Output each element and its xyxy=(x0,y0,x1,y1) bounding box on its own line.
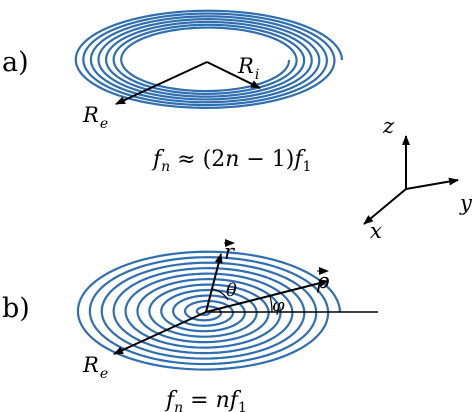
theta-label: θ xyxy=(226,280,237,301)
panel-b-label: b) xyxy=(2,293,30,324)
spiral-trace-b xyxy=(76,250,342,371)
theta-angle-arc xyxy=(211,288,229,301)
outer-radius-arrow-b xyxy=(113,311,207,355)
full-spiral-coil xyxy=(76,250,342,371)
inner-radius-label: Ri xyxy=(237,54,259,83)
panel-a: a) Ri Re fn ≈ (2n − 1)f1 xyxy=(2,9,344,175)
phi-label: φ xyxy=(272,295,285,316)
y-axis-arrow xyxy=(405,177,459,190)
r-vector-label: r xyxy=(224,240,236,264)
x-axis-arrow xyxy=(363,188,407,225)
outer-radius-arrow-a xyxy=(115,61,208,105)
rho-vector-arrow xyxy=(205,279,329,313)
panel-a-label: a) xyxy=(2,47,29,78)
outer-radius-label-a: Re xyxy=(82,103,108,132)
frequency-formula-b: fn = nf1 xyxy=(164,388,247,412)
rho-vector-label: ρ xyxy=(316,269,330,293)
y-axis-label: y xyxy=(459,191,473,215)
z-axis-label: z xyxy=(382,114,395,138)
panel-b: b) r ρ θ φ Re fn = nf1 xyxy=(2,239,378,412)
r-vector-arrow xyxy=(205,253,223,313)
coordinate-axes: z y x xyxy=(363,114,473,243)
frequency-formula-a: fn ≈ (2n − 1)f1 xyxy=(151,147,311,175)
inner-radius-arrow-a xyxy=(206,61,261,89)
spiral-trace-a xyxy=(74,9,344,109)
phi-angle-arc xyxy=(269,295,273,313)
annular-spiral-coil xyxy=(74,9,344,109)
outer-radius-label-b: Re xyxy=(82,353,108,382)
x-axis-label: x xyxy=(370,219,382,243)
